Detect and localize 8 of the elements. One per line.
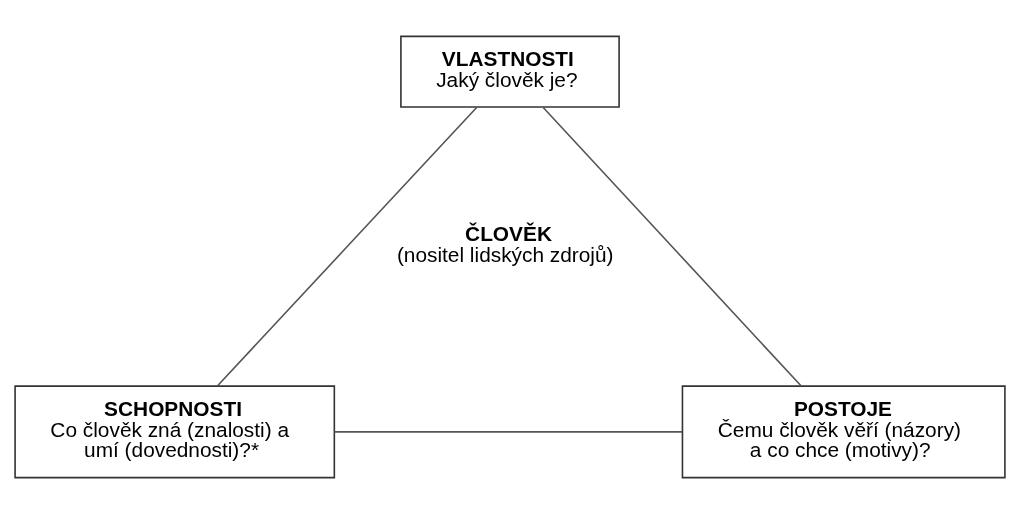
connector — [216, 106, 478, 387]
connector — [542, 106, 803, 387]
label: (nositel lidských zdrojů) — [396, 242, 614, 266]
node-box: VLASTNOSTI Jaký člověk je? — [400, 35, 620, 108]
connector — [333, 430, 683, 433]
node-box: POSTOJE Čemu člověk věří (názory) a co chce (motivy)? — [681, 384, 1006, 478]
node-box: SCHOPNOSTI Co člověk zná (znalosti) a umí (dovednosti)?* — [14, 384, 336, 478]
label: ČLOVĚK — [465, 221, 552, 245]
